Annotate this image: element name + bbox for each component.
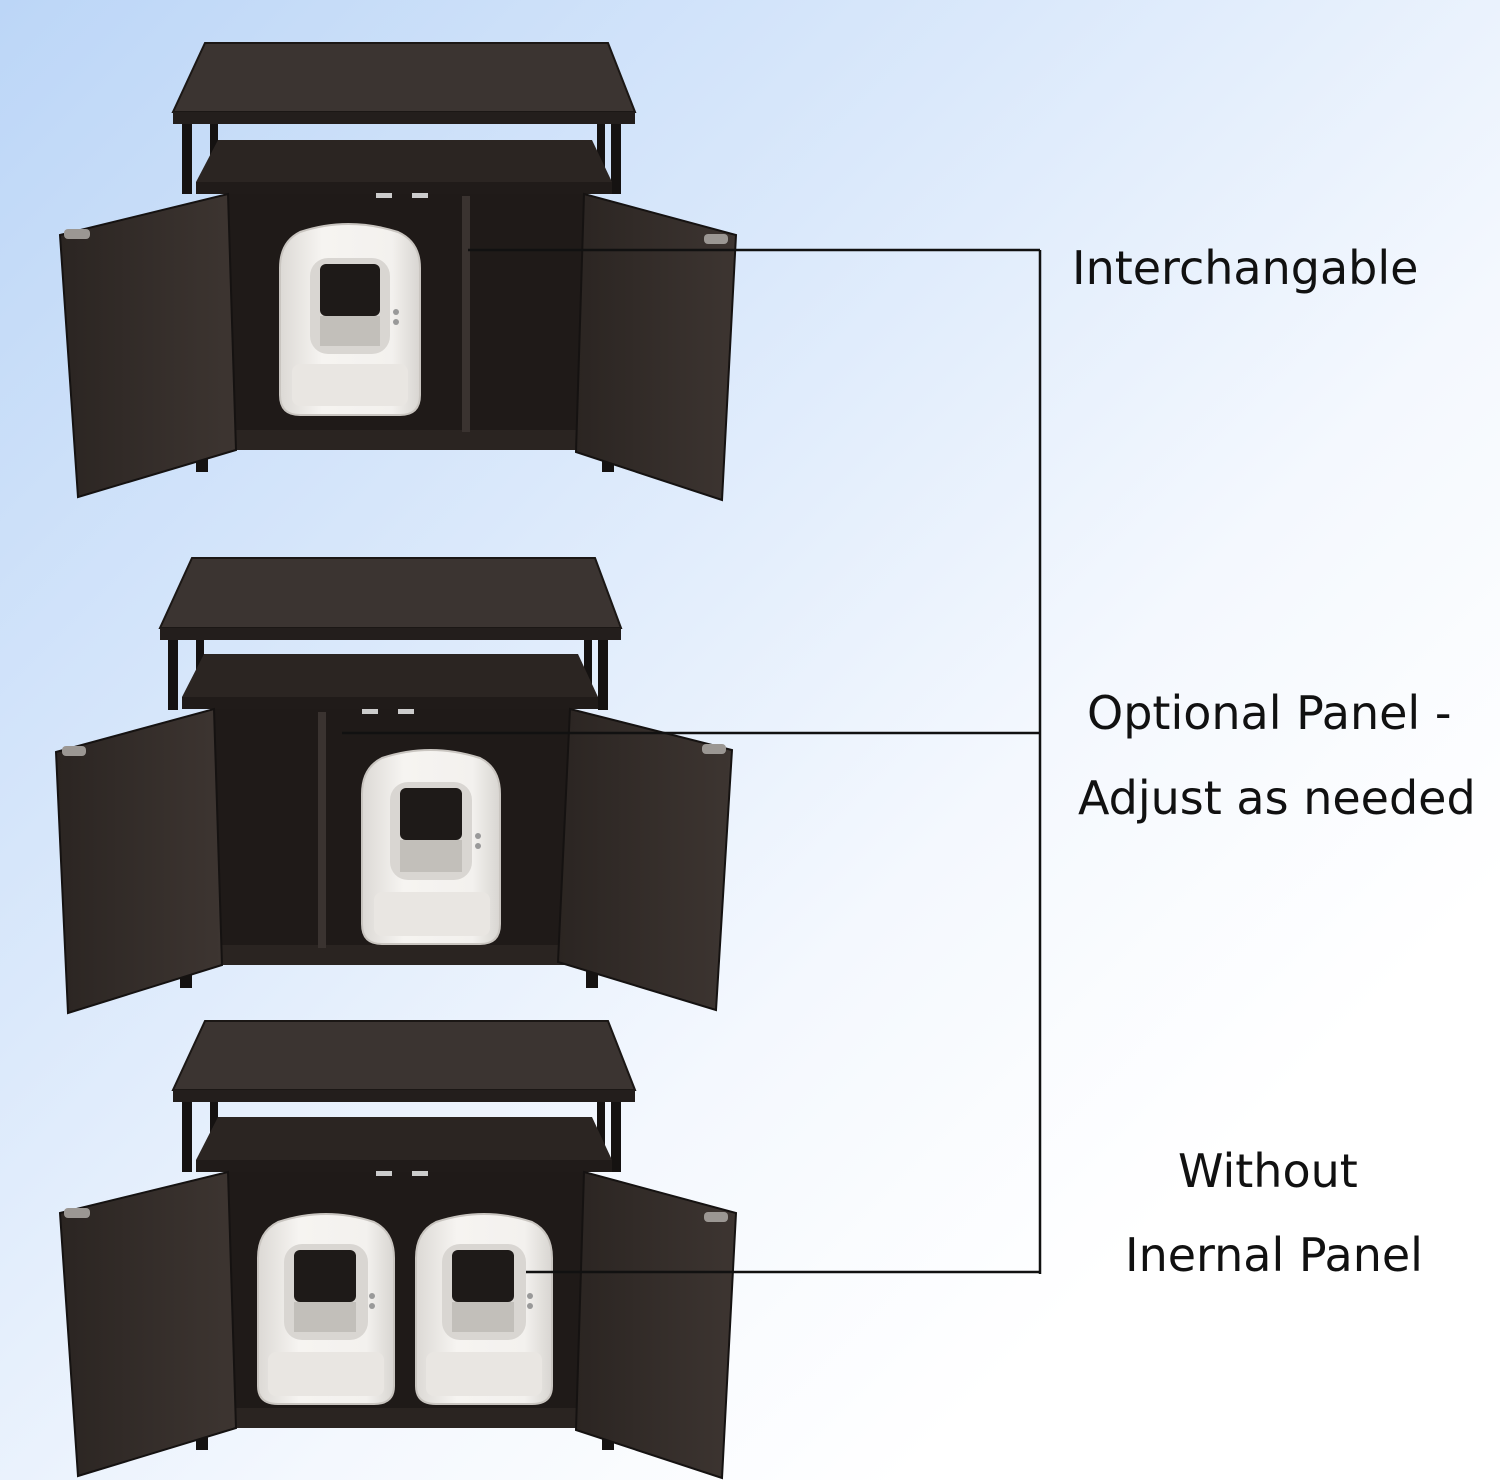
callout-without: Without [1178, 1144, 1358, 1198]
callout-interchangable: Interchangable [1072, 241, 1419, 295]
leader-lines [342, 248, 1042, 1274]
cabinet-divider-right [58, 42, 738, 502]
cabinet-no-divider [58, 1020, 738, 1480]
litter-box [415, 1213, 553, 1405]
cabinet-divider-left [54, 557, 734, 1015]
litter-box [257, 1213, 395, 1405]
callout-internal-panel: Inernal Panel [1125, 1228, 1423, 1282]
callout-adjust-as-needed: Adjust as needed [1078, 771, 1476, 825]
litter-box [279, 223, 421, 416]
callout-optional-panel: Optional Panel - [1087, 686, 1452, 740]
litter-box [361, 749, 501, 945]
